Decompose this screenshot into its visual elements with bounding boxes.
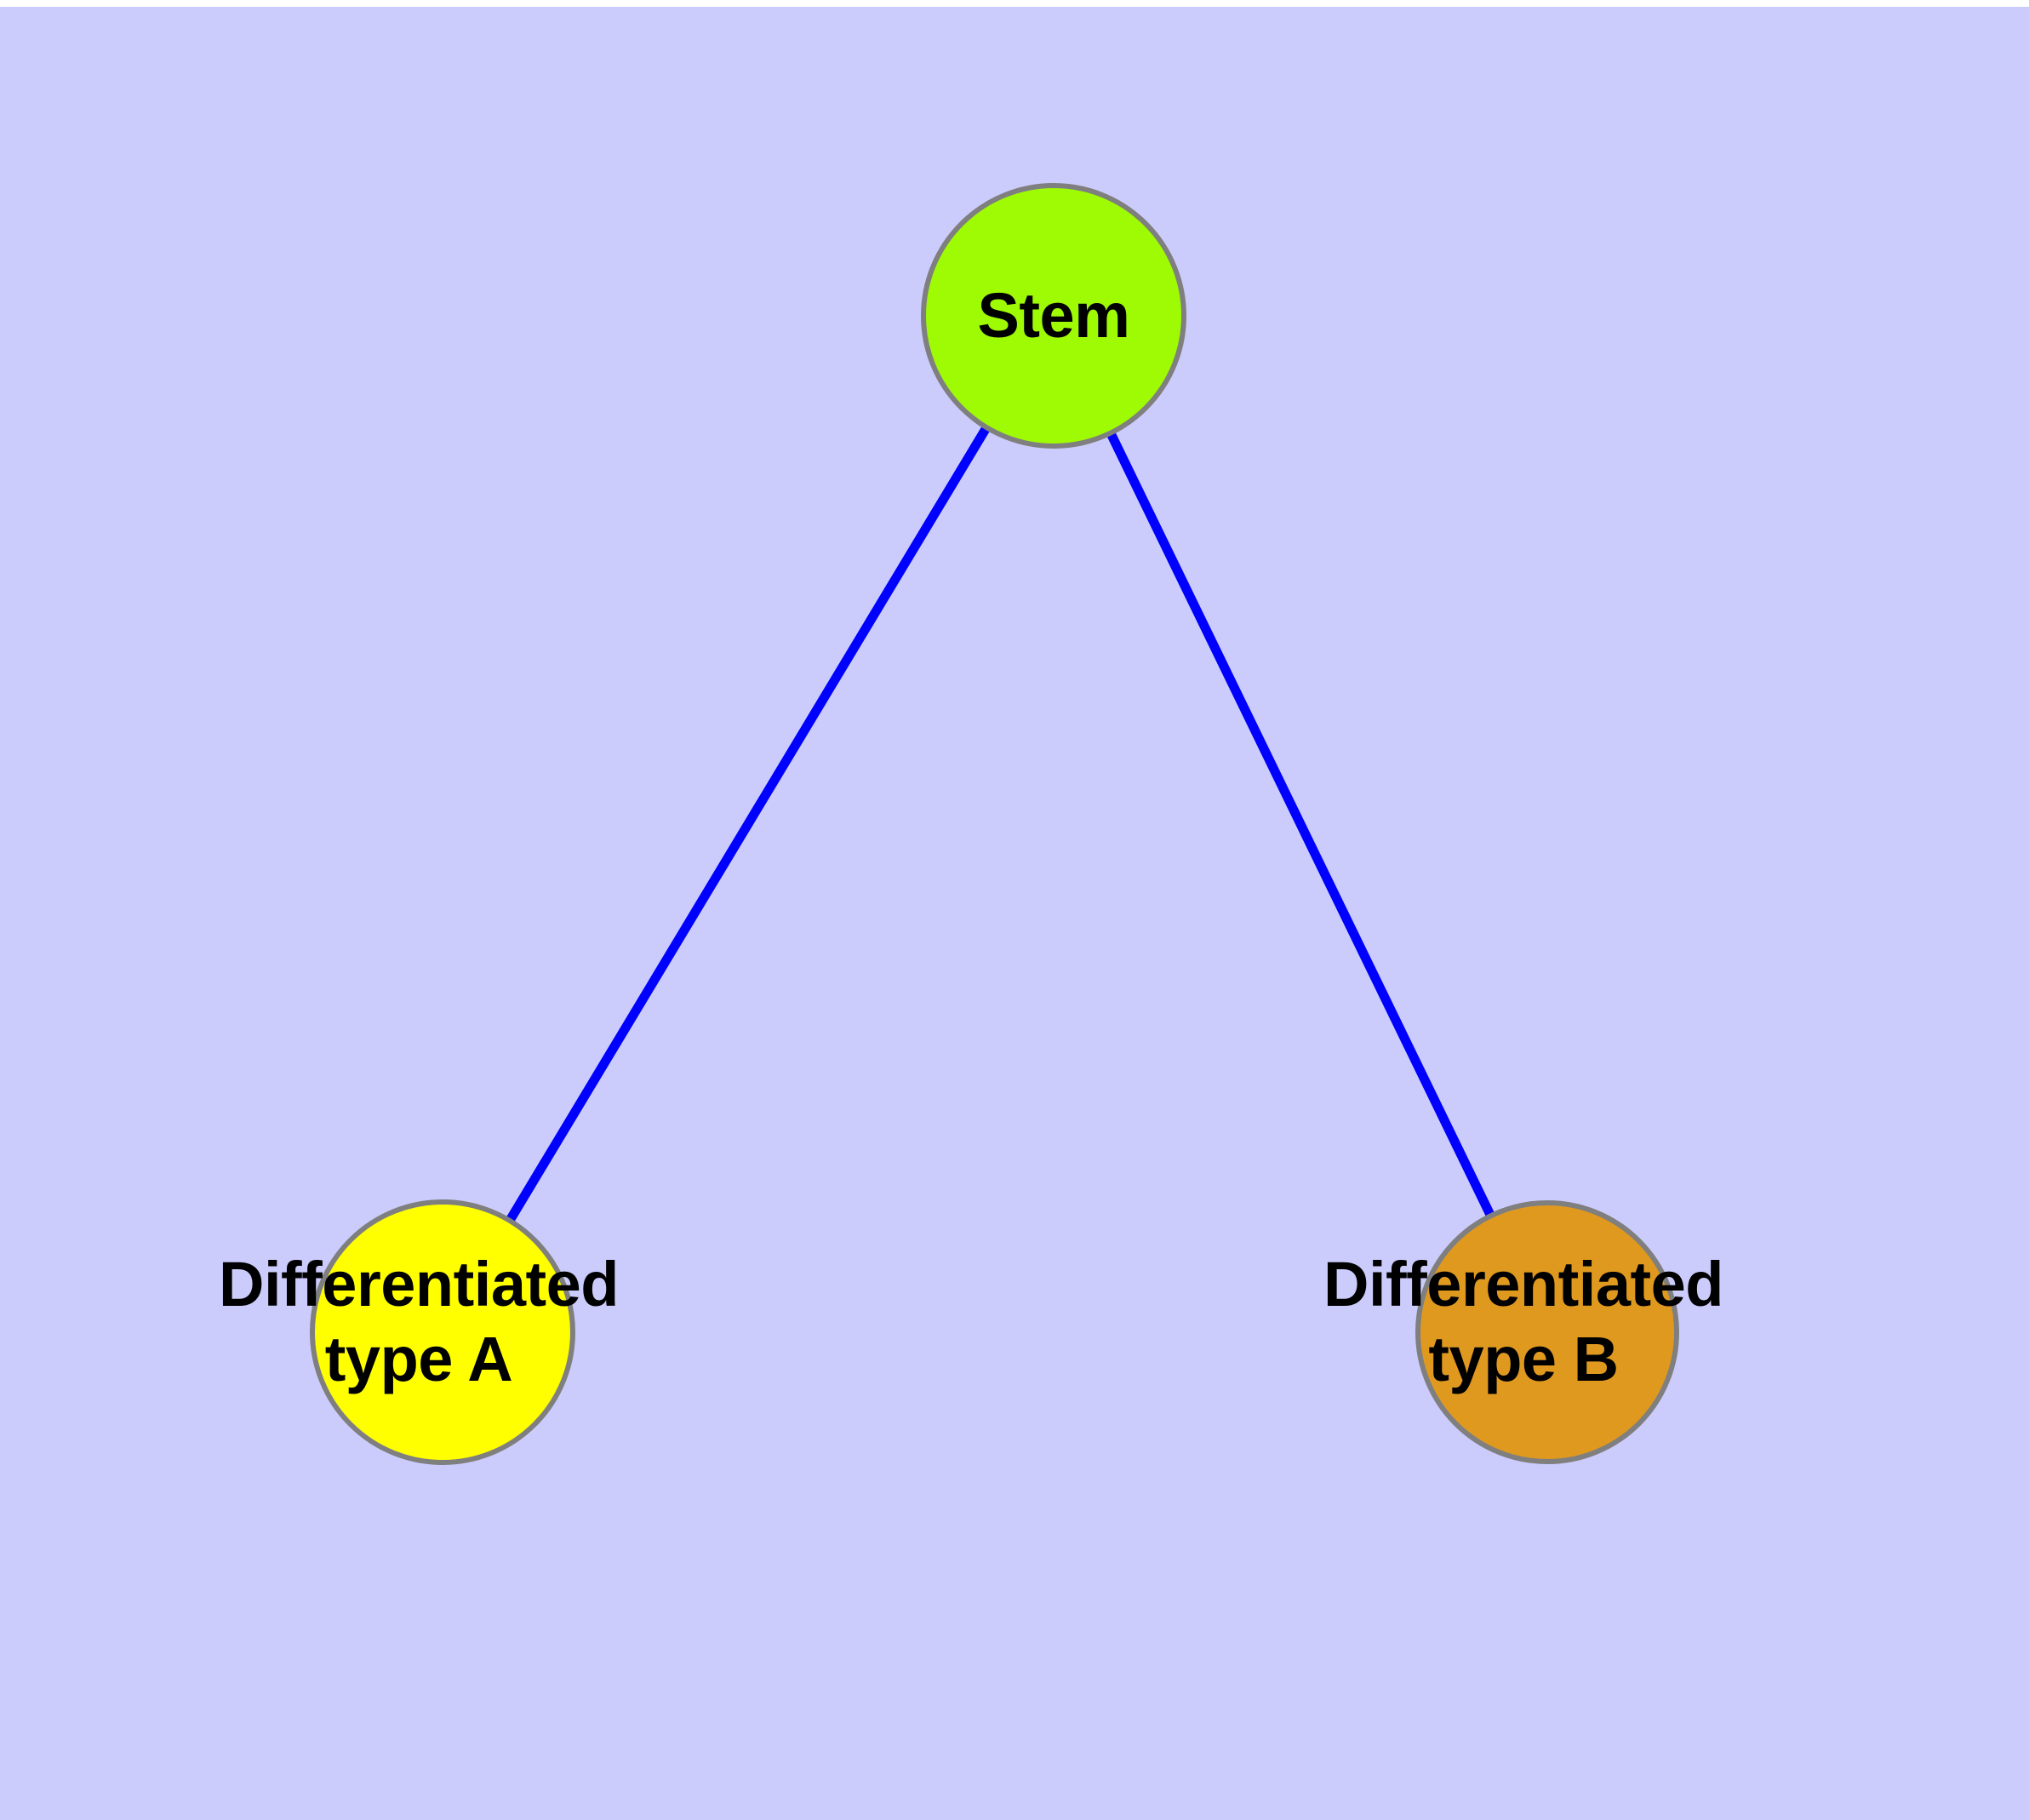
graph-svg	[310, 183, 1679, 1465]
nodes-layer	[310, 183, 1679, 1465]
edge-stem-diff-a[interactable]	[438, 313, 1058, 1335]
node-diff_b[interactable]	[1415, 1200, 1679, 1464]
node-diff_a[interactable]	[310, 1199, 575, 1465]
edges-layer	[438, 313, 1552, 1335]
node-stem[interactable]	[921, 183, 1186, 449]
edge-stem-diff-b[interactable]	[1049, 313, 1552, 1335]
